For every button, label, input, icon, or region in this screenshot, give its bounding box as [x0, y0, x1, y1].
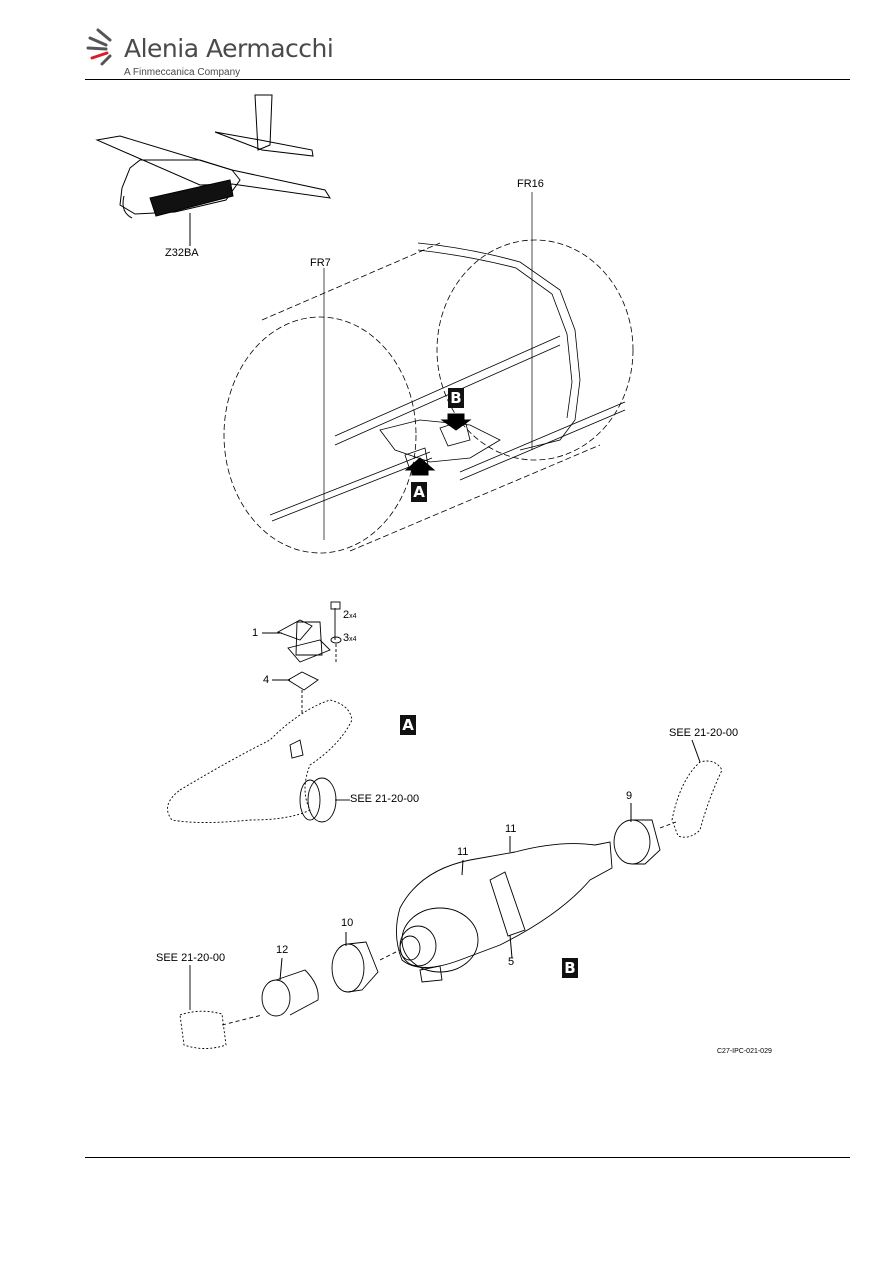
detail-a-drawing	[167, 601, 353, 823]
item-4-label: 4	[263, 674, 270, 686]
aircraft-locator-drawing	[95, 94, 331, 246]
item-11-upper-label: 11	[505, 823, 517, 835]
item-5-label: 5	[508, 956, 515, 968]
header-rule	[85, 79, 850, 80]
ref-detail-b-left: SEE 21-20-00	[156, 952, 226, 964]
item-2-label: 2x4	[343, 609, 357, 621]
frame-front-label: FR7	[310, 257, 331, 269]
alenia-logo-icon	[86, 28, 112, 66]
item-10-label: 10	[341, 917, 354, 929]
item-12-label: 12	[276, 944, 289, 956]
view-tag-a-detail: A	[400, 715, 416, 735]
fuselage-section-drawing	[223, 239, 634, 554]
item-3-label: 3x4	[343, 632, 357, 644]
zone-label: Z32BA	[165, 247, 199, 259]
view-tag-b-locator: B	[448, 388, 464, 408]
view-tag-a-locator: A	[411, 482, 427, 502]
frame-rear-label: FR16	[517, 178, 544, 190]
brand-name: Alenia Aermacchi	[124, 34, 334, 63]
ref-detail-b-top: SEE 21-20-00	[669, 727, 739, 739]
detail-b-drawing	[179, 760, 723, 1049]
brand-tagline: A Finmeccanica Company	[124, 67, 241, 78]
page-header: Alenia Aermacchi A Finmeccanica Company	[0, 0, 893, 82]
view-tag-b-detail: B	[562, 958, 578, 978]
ref-detail-a: SEE 21-20-00	[350, 793, 420, 805]
footer-rule	[85, 1157, 850, 1158]
item-11-lower-label: 11	[457, 846, 469, 858]
ducting-drawing	[269, 242, 626, 522]
illustration-code: C27-IPC-021-029	[717, 1048, 772, 1055]
item-9-label: 9	[626, 790, 633, 802]
item-1-label: 1	[252, 627, 259, 639]
arrow-a-icon	[404, 457, 436, 476]
arrow-b-icon	[440, 413, 472, 431]
